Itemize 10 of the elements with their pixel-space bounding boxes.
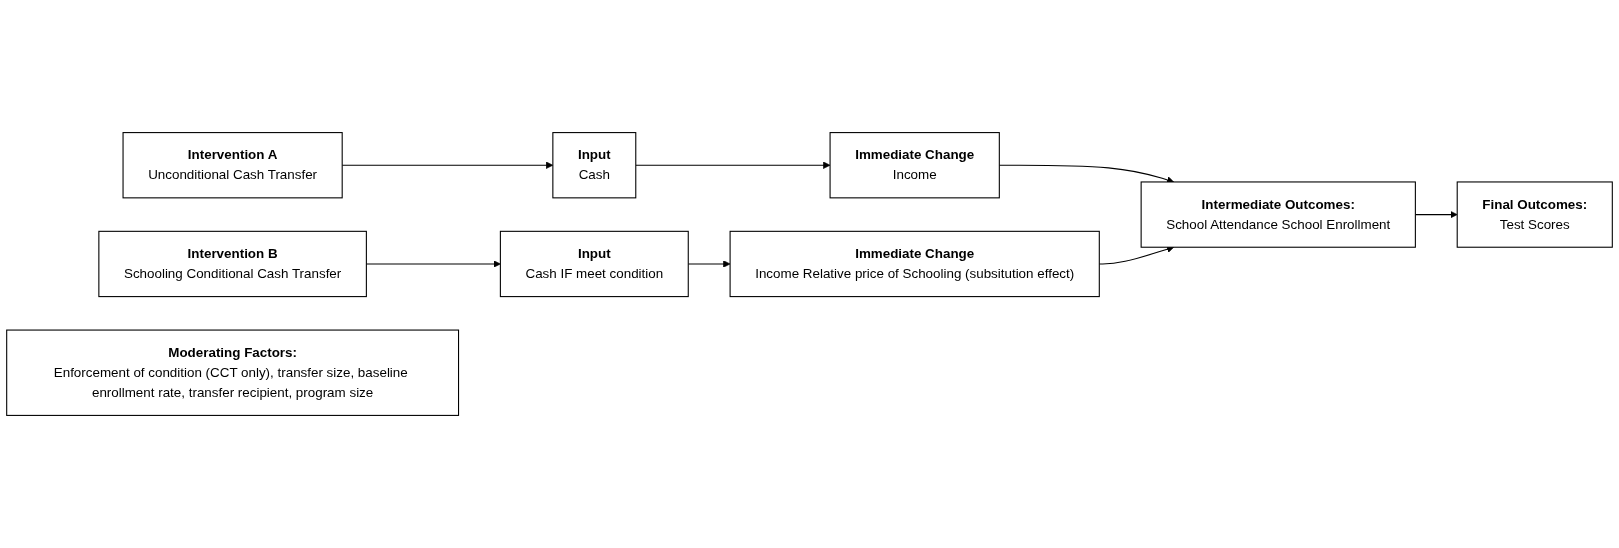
node-box: Intermediate Outcomes: School Attendance School Enrollment [1140,181,1416,248]
node-box: Moderating Factors: Enforcement of condition (CCT only), transfer size, baseline enrollment rate, transfer recipient, program size [6,329,460,416]
node-box: Immediate Change Income [829,132,1000,199]
node-box: Immediate Change Income Relative price of Schooling (subsitution effect) [729,230,1100,298]
node-box: Input Cash IF meet condition [499,230,689,298]
node-box: Final Outcomes: Test Scores [1456,181,1613,248]
node-box: Intervention B Schooling Conditional Cash Transfer [98,230,367,298]
node-box: Input Cash [552,132,637,199]
node-box: Intervention A Unconditional Cash Transfer [122,132,343,199]
arrow [635,161,831,169]
